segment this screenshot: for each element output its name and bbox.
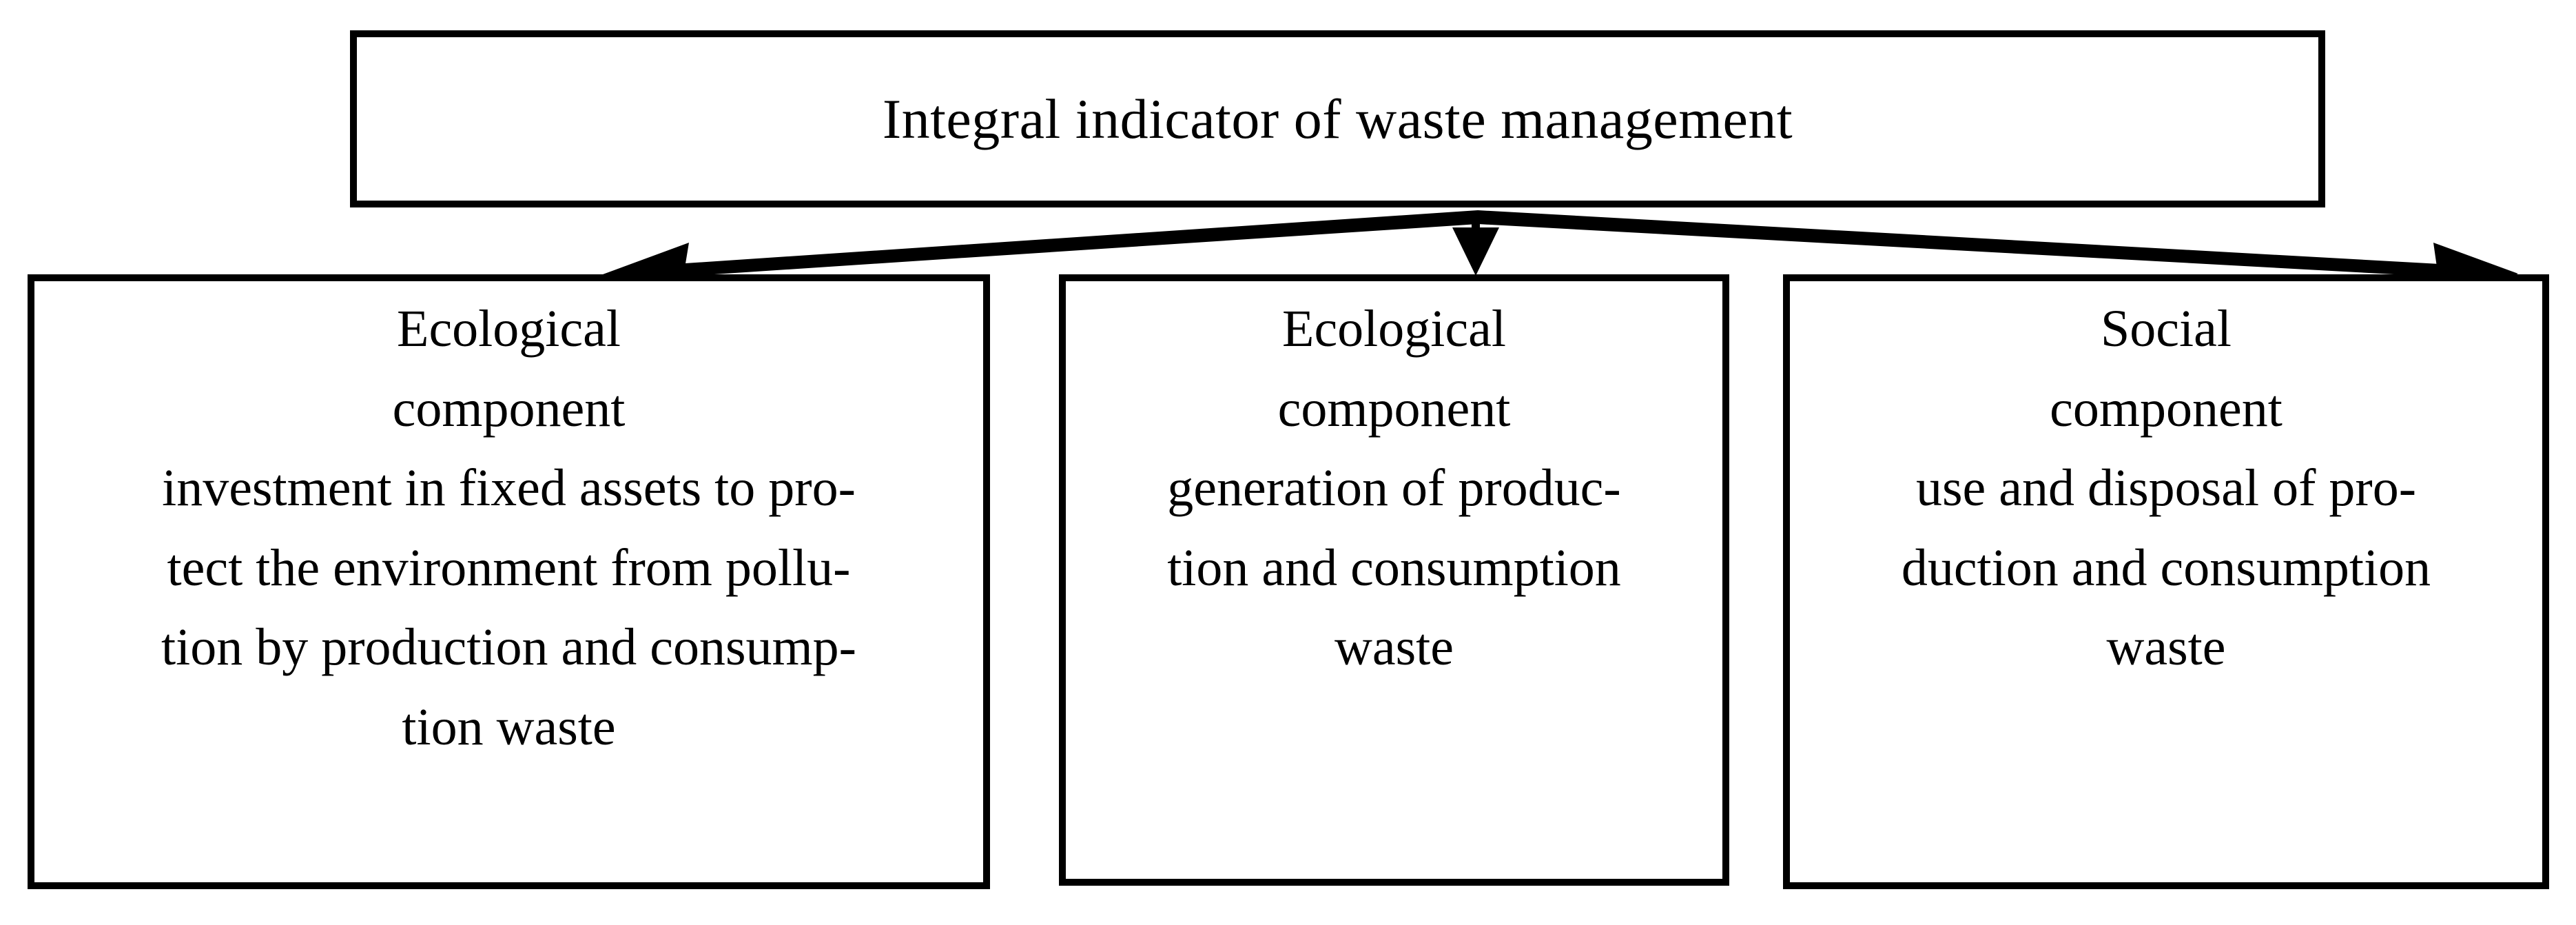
branch-node-social-use-label: Social component use and disposal of pro… (1901, 300, 2431, 677)
branch-node-social-use[interactable]: Social component use and disposal of pro… (1783, 274, 2549, 889)
root-node-label: Integral indicator of waste management (882, 87, 1793, 150)
connector-right-line (1478, 210, 2477, 278)
connector-middle-arrowhead-icon (1452, 227, 1499, 276)
branch-node-ecological-generation-inner: Ecological component generation of produ… (1066, 289, 1722, 688)
connector-middle-line (1472, 212, 1480, 255)
branch-node-social-use-inner: Social component use and disposal of pro… (1790, 289, 2542, 688)
branch-node-ecological-generation[interactable]: Ecological component generation of produ… (1059, 274, 1729, 886)
connector-middle (1452, 212, 1499, 276)
branch-node-ecological-investment-inner: Ecological component investment in fixed… (34, 289, 983, 767)
branch-node-ecological-investment-label: Ecological component investment in fixed… (161, 300, 856, 756)
branch-node-ecological-generation-label: Ecological component generation of produ… (1167, 300, 1621, 677)
connector-left-line (644, 210, 1478, 278)
branch-node-ecological-investment[interactable]: Ecological component investment in fixed… (28, 274, 990, 889)
root-node-integral-indicator[interactable]: Integral indicator of waste management (350, 30, 2325, 207)
